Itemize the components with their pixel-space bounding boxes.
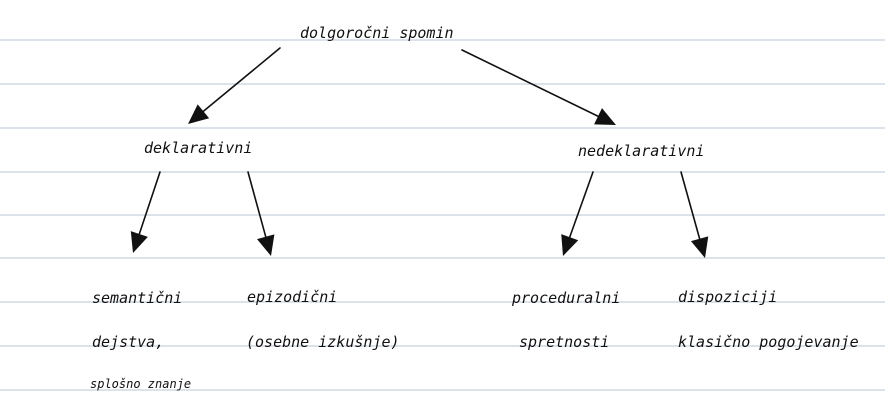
branch-label-deklarativni: deklarativni — [144, 139, 252, 157]
leaf-line-proceduralni-1: spretnosti — [519, 333, 609, 351]
edge-nedeklarativni-dispoziciji — [680, 171, 701, 240]
arrowhead-deklarativni-semanticni — [130, 231, 148, 253]
leaf-line-semanticni-2: splošno znanje — [90, 377, 191, 391]
arrowhead-deklarativni-epizodicni — [257, 234, 275, 256]
root-label: dolgoročni spomin — [300, 24, 454, 42]
edge-root-deklarativni — [202, 47, 281, 113]
diagram-labels: dolgoročni spomin deklarativni nedeklara… — [90, 24, 859, 391]
arrowhead-nedeklarativni-proceduralni — [561, 234, 579, 256]
branch-label-nedeklarativni: nedeklarativni — [578, 142, 704, 160]
leaf-label-dispoziciji: dispoziciji — [678, 288, 777, 306]
leaf-label-semanticni: semantični — [92, 289, 182, 307]
leaf-label-epizodicni: epizodični — [247, 288, 337, 306]
arrowhead-nedeklarativni-dispoziciji — [690, 236, 709, 258]
leaf-line-dispoziciji-1: klasično pogojevanje — [678, 333, 859, 351]
leaf-label-proceduralni: proceduralni — [511, 289, 620, 307]
diagram-edges — [130, 47, 709, 258]
arrowhead-root-nedeklarativni — [594, 108, 616, 125]
leaf-line-semanticni-1: dejstva, — [92, 333, 164, 351]
ruled-lines — [0, 39, 885, 391]
edge-deklarativni-epizodicni — [247, 171, 267, 238]
edge-root-nedeklarativni — [461, 49, 599, 118]
leaf-line-epizodicni-1: (osebne izkušnje) — [246, 333, 400, 351]
arrowhead-root-deklarativni — [188, 104, 210, 124]
edge-nedeklarativni-proceduralni — [568, 171, 594, 238]
edge-deklarativni-semanticni — [138, 171, 161, 235]
